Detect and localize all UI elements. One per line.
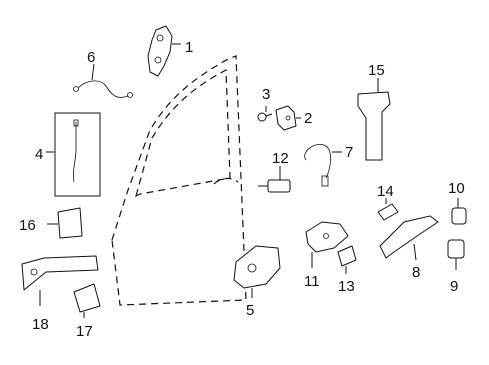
part-18-check-strap <box>21 255 99 306</box>
part-1-latch-bracket <box>147 25 181 77</box>
part-8-handle <box>379 215 439 261</box>
callout-16: 16 <box>19 217 36 234</box>
part-9-cap <box>447 239 465 270</box>
part-2-striker <box>275 105 301 131</box>
callout-13: 13 <box>338 278 355 295</box>
callout-7: 7 <box>345 144 353 161</box>
callout-4: 4 <box>35 146 43 163</box>
callout-10: 10 <box>448 180 465 197</box>
callout-2: 2 <box>304 110 312 127</box>
part-16-hinge <box>47 207 83 239</box>
part-6-cable <box>73 63 133 98</box>
part-7-cable <box>304 144 342 187</box>
callout-14: 14 <box>377 183 394 200</box>
callout-15: 15 <box>368 62 385 79</box>
callout-5: 5 <box>246 302 254 319</box>
door-outline <box>111 55 247 306</box>
part-15-seal-strip <box>357 78 391 161</box>
part-14-bezel <box>377 198 399 221</box>
part-17-lower-hinge <box>73 283 101 318</box>
callout-9: 9 <box>450 278 458 295</box>
part-5-lock-assembly <box>233 245 281 298</box>
callout-12: 12 <box>272 150 289 167</box>
part-13-bracket <box>337 245 357 274</box>
part-12-actuator <box>258 166 291 193</box>
part-3-bolt <box>257 106 273 122</box>
part-4-rod-box <box>46 112 101 197</box>
callout-17: 17 <box>76 323 93 340</box>
callout-3: 3 <box>262 86 270 103</box>
callout-1: 1 <box>185 39 193 56</box>
callout-18: 18 <box>32 316 49 333</box>
callout-11: 11 <box>304 273 320 290</box>
part-10-cap <box>451 198 467 225</box>
callout-6: 6 <box>87 49 95 66</box>
part-11-linkage <box>305 221 349 268</box>
callout-8: 8 <box>412 264 420 281</box>
